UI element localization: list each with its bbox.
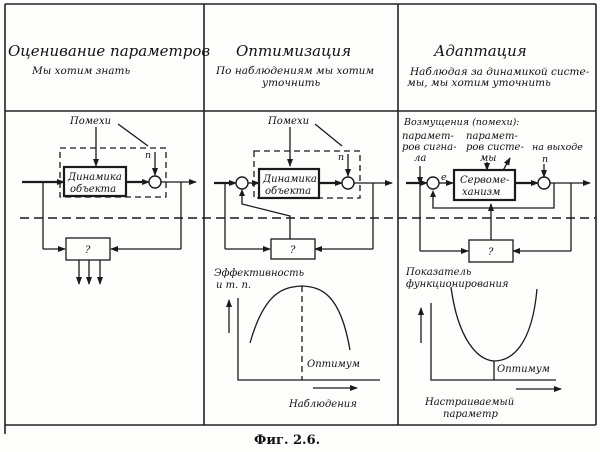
plant-dynamics-block (62, 165, 128, 198)
panel-title: Оценивание параметров (8, 42, 210, 60)
figure-caption: Фиг. 2.6. (254, 433, 320, 448)
panel-estimation: Оценивание параметров Мы хотим знать Пом… (8, 42, 210, 285)
output-noise-label: n (542, 154, 548, 165)
unknown-block-label: ? (488, 247, 494, 258)
unknown-block (65, 237, 111, 261)
panel-adaptation: Адаптация Наблюдая за динамикой систе- м… (402, 42, 591, 420)
servo-mechanism-block (452, 168, 517, 202)
panel-title: Оптимизация (236, 42, 351, 60)
plot-xlabel: Настраиваемый (424, 397, 514, 408)
panel-subtitle: мы, мы хотим уточнить (407, 77, 551, 89)
panel-subtitle: Мы хотим знать (31, 65, 131, 77)
summing-junction-input (426, 176, 440, 190)
noise-label: n (145, 150, 151, 161)
unknown-block (270, 238, 316, 260)
output-noise-label: на выходе (532, 142, 583, 153)
maximum-curve (249, 285, 351, 351)
servo-block-label: Сервоме- (460, 175, 510, 186)
summing-junction-output (537, 176, 551, 190)
plot-ylabel: Эффективность (214, 268, 304, 279)
plot-xlabel: параметр (443, 409, 498, 420)
plot-axes (237, 298, 380, 381)
plot-xlabel: Наблюдения (288, 399, 357, 410)
signal-params-label: парамет- (402, 131, 454, 142)
panel-subtitle: Наблюдая за динамикой систе- (409, 66, 590, 78)
plant-dynamics-block (257, 167, 321, 200)
figure-frame (4, 3, 597, 434)
system-params-label: ров систе- (466, 142, 524, 153)
plant-block-label: Динамика (262, 174, 317, 185)
disturbance-header: Возмущения (помехи): (403, 117, 520, 128)
plot-axes (430, 303, 556, 381)
panel-optimization: Оптимизация По наблюдениям мы хотим уточ… (214, 42, 393, 410)
effectiveness-plot: Эффективность и т. п. Оптимум Наблюдения (214, 268, 380, 410)
minimum-curve (450, 286, 538, 362)
unknown-block-label: ? (290, 245, 296, 256)
optimum-label: Оптимум (307, 359, 360, 370)
unknown-block-label: ? (85, 245, 91, 256)
signal-params-label: ла (414, 153, 426, 164)
noise-label: n (338, 152, 344, 163)
summing-junction-input (235, 176, 249, 190)
plot-ylabel: Показатель (405, 267, 471, 278)
control-feedback-line (241, 193, 291, 239)
servo-block-label: ханизм (462, 187, 500, 198)
plot-ylabel: и т. п. (216, 280, 251, 291)
optimum-label: Оптимум (497, 364, 550, 375)
summing-junction-output (341, 176, 355, 190)
disturbance-label: Помехи (69, 116, 111, 127)
system-params-label: мы (480, 153, 496, 164)
performance-plot: Показатель функционирования Оптимум Наст… (405, 267, 562, 420)
plant-block-label: Динамика (67, 172, 122, 183)
disturbance-label: Помехи (267, 116, 309, 127)
plant-block-label: объекта (70, 184, 116, 195)
summing-junction (148, 175, 162, 189)
plot-ylabel: функционирования (406, 279, 509, 290)
system-params-label: парамет- (466, 131, 518, 142)
panel-title: Адаптация (433, 42, 527, 60)
signal-params-label: ров сигна- (402, 142, 457, 153)
panel-subtitle: По наблюдениям мы хотим (215, 65, 374, 77)
error-label: e (441, 172, 447, 183)
plant-block-label: объекта (265, 186, 311, 197)
panel-subtitle: уточнить (261, 77, 321, 89)
plant-boundary-dashed (59, 147, 167, 198)
